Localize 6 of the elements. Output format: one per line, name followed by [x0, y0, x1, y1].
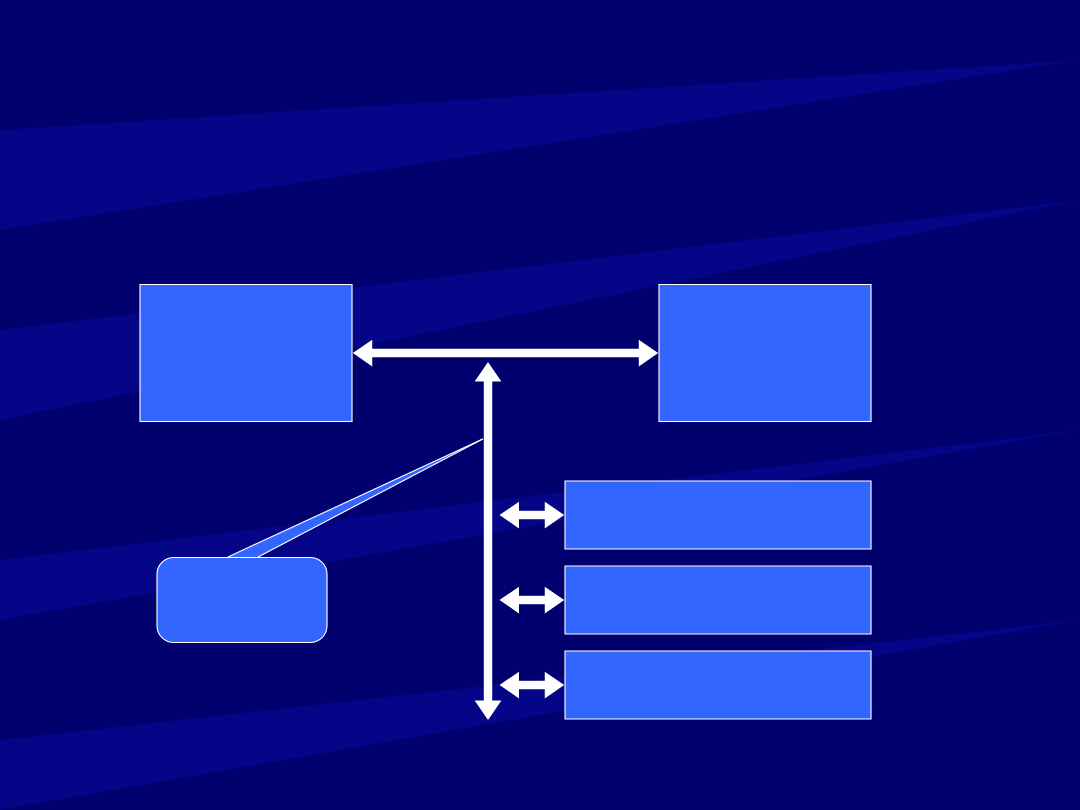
box [564, 650, 872, 720]
callout-box [156, 556, 328, 644]
box [658, 283, 872, 423]
box [564, 565, 872, 635]
box [564, 480, 872, 550]
box [139, 283, 353, 423]
